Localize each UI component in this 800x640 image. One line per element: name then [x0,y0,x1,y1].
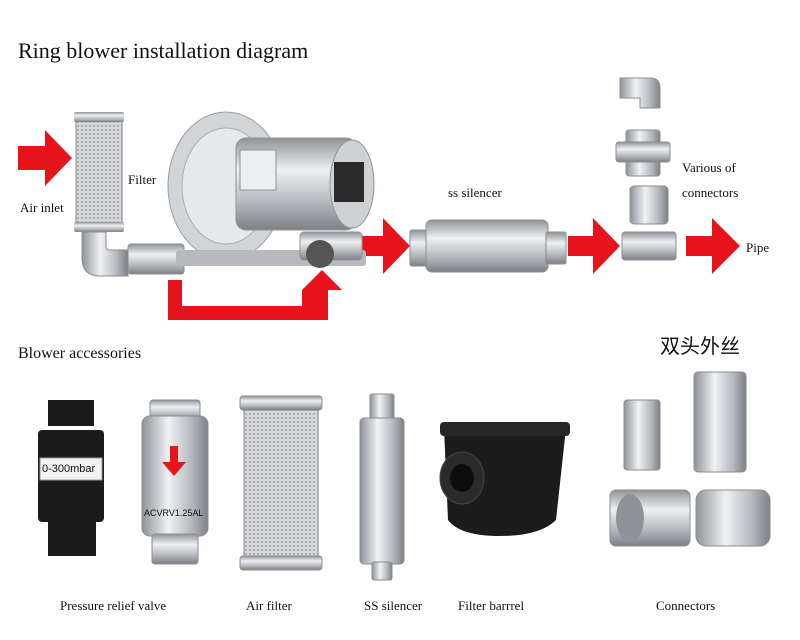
caption-air-filter: Air filter [246,598,292,613]
filter-barrel-image [439,422,570,536]
filter-image [74,112,185,277]
caption-ss-silencer: SS silencer [364,598,423,613]
arrow-to-connector [568,218,620,274]
various-connectors-label-1: Various of [682,160,736,175]
accessories-heading: Blower accessories [18,345,142,362]
connectors-image [615,77,677,261]
pressure-relief-valve-image [38,400,104,556]
caption-pressure-relief-valve: Pressure relief valve [60,598,167,613]
air-inlet-label: Air inlet [20,200,64,215]
arrow-to-pipe [686,218,740,274]
ss-silencer-image [409,219,567,273]
filter-label: Filter [128,172,157,187]
ss-silencer-label: ss silencer [448,185,502,200]
valve-range-text: 0-300mbar [42,463,96,475]
arrow-to-silencer [358,218,410,274]
ss-silencer-bottom-image [359,393,405,581]
caption-filter-barrel: Filter barrrel [458,598,525,613]
caption-connectors: Connectors [656,598,716,613]
air-filter-image [239,395,323,571]
valve-model-text: ACVRV1.25AL [144,508,204,518]
acvrv-valve-image [141,399,209,565]
pipe-label: Pipe [746,240,770,255]
arrow-inlet [18,130,72,186]
ring-blower-image [167,111,375,268]
various-connectors-label-2: connectors [682,185,739,200]
chinese-label: 双头外丝 [660,334,740,358]
page-title: Ring blower installation diagram [18,38,309,63]
connectors-bottom-image [609,371,771,547]
arrow-bent [168,270,342,320]
